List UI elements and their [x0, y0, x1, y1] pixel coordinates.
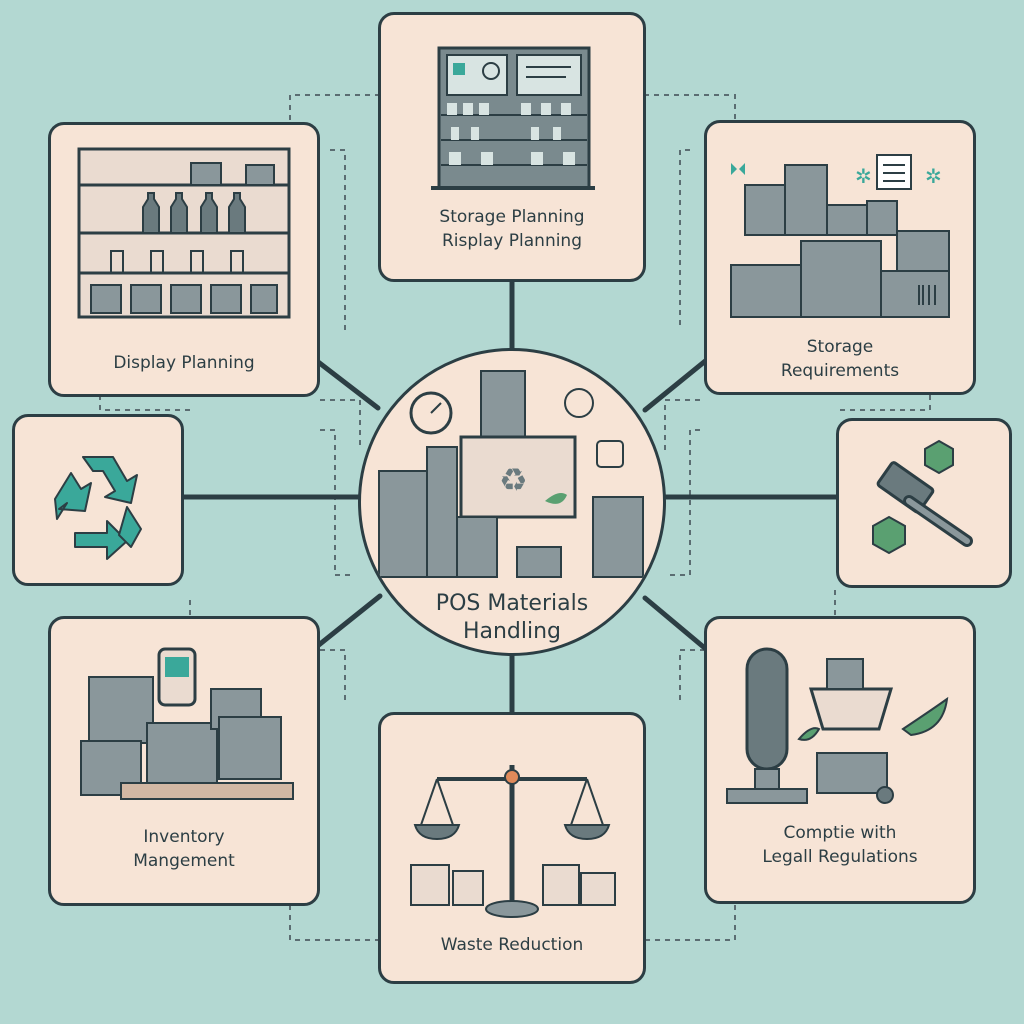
node-waste-reduction: Waste Reduction [378, 712, 646, 984]
recycle-icon [54, 456, 142, 560]
dashed-path [664, 399, 700, 450]
node-title: Comptie with [783, 823, 897, 843]
dashed-path [289, 94, 380, 125]
svg-text:✲: ✲ [925, 164, 942, 188]
dashed-path [670, 429, 700, 576]
node-title: Storage Planning [439, 207, 585, 227]
node-title: Requirements [780, 361, 900, 381]
inventory-boxes-illustration [80, 647, 294, 800]
node-title: Display Planning [113, 353, 255, 373]
dashed-path [99, 395, 190, 411]
node-title: Legall Regulations [762, 847, 918, 867]
pos-illustration: ♻ [378, 370, 644, 578]
center-title: Handling [462, 619, 562, 644]
dashed-path [320, 649, 346, 700]
dashed-path [679, 149, 690, 330]
store-shelf-illustration [431, 46, 595, 190]
gavel-icon [872, 439, 973, 555]
node-title: Inventory [143, 827, 225, 847]
compliance-illustration [726, 647, 949, 804]
scale-icon [410, 765, 616, 918]
node-storage-display-planning: Storage Planning Risplay Planning [378, 12, 646, 282]
center-hub: ♻ POS Materials Handling [358, 348, 666, 656]
center-title: POS Materials [435, 591, 589, 616]
dashed-path [679, 649, 705, 700]
dashed-path [330, 149, 346, 330]
node-display-planning: Display Planning [48, 122, 320, 397]
node-legal-tools [836, 418, 1012, 588]
dashed-path [320, 399, 361, 450]
svg-text:✲: ✲ [855, 164, 872, 188]
node-storage-requirements: ✲ ✲ Storage Requirements [704, 120, 976, 395]
node-legal-regulations: Comptie with Legall Regulations [704, 616, 976, 904]
node-title: Mangement [133, 851, 235, 871]
dashed-path [835, 395, 931, 411]
node-recycling [12, 414, 184, 586]
dashed-path [644, 94, 736, 120]
dashed-path [320, 429, 355, 576]
storage-boxes-illustration: ✲ ✲ [730, 154, 950, 318]
svg-text:♻: ♻ [499, 461, 528, 499]
dashed-path [646, 905, 736, 941]
node-title: Waste Reduction [440, 935, 584, 955]
node-inventory-management: Inventory Mangement [48, 616, 320, 906]
node-title: Risplay Planning [441, 231, 583, 251]
dashed-path [289, 905, 378, 941]
display-shelf-illustration [77, 147, 291, 319]
node-title: Storage [806, 337, 874, 357]
